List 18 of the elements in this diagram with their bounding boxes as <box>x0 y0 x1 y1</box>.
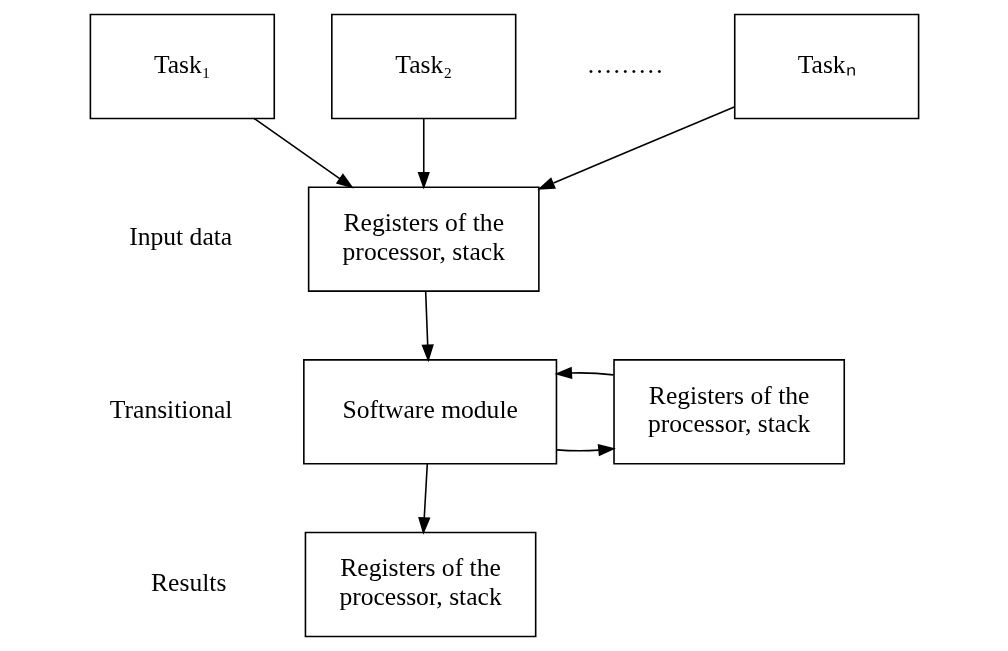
arrow <box>252 117 354 189</box>
label: ……… <box>586 49 664 79</box>
label: Results <box>150 567 226 597</box>
node-box: Registers of the processor, stack <box>612 359 845 465</box>
label: Transitional <box>109 394 232 424</box>
arrow <box>555 444 616 457</box>
arrow <box>421 290 434 363</box>
label: Input data <box>128 222 232 252</box>
arrow <box>553 366 614 380</box>
node-box: Software module <box>302 359 557 465</box>
node-box: Task₁ <box>89 13 275 120</box>
node-box: Task₂ <box>330 13 516 120</box>
node-box: Registers of the processor, stack <box>307 186 540 292</box>
node-box: Taskₙ <box>733 13 919 120</box>
node-box: Registers of the processor, stack <box>304 531 536 638</box>
arrow <box>417 463 430 535</box>
arrow <box>417 117 430 190</box>
arrow <box>536 106 735 190</box>
